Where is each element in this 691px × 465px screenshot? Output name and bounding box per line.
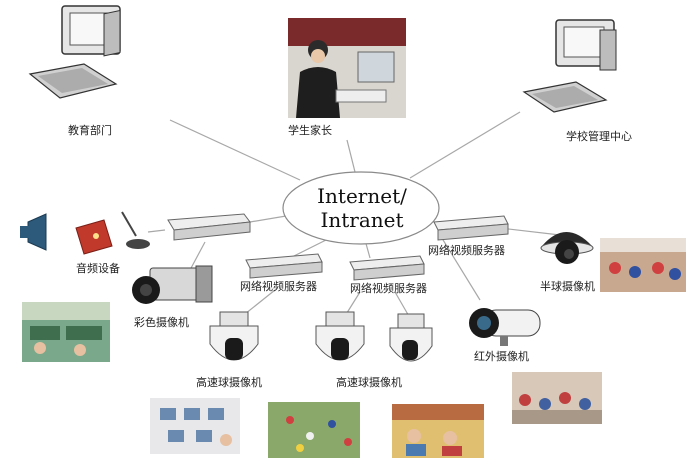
playground-photo xyxy=(268,402,360,458)
hub-label-line2: Intranet xyxy=(320,208,404,232)
line-center-hub xyxy=(409,111,521,179)
color-camera-label: 彩色摄像机 xyxy=(134,316,189,329)
parents-label: 学生家长 xyxy=(288,124,332,137)
ir-camera-icon xyxy=(469,308,541,346)
speed-dome-camera-1-icon xyxy=(209,311,259,361)
half-dome-camera-label: 半球摄像机 xyxy=(540,280,595,293)
ir-camera-label: 红外摄像机 xyxy=(474,350,529,363)
video-server-left-label: 网络视频服务器 xyxy=(240,280,317,293)
speed-dome-camera-3-icon xyxy=(389,313,433,362)
video-server-right-icon xyxy=(433,215,509,241)
internet-hub-ellipse xyxy=(282,171,440,245)
video-server-mid-label: 网络视频服务器 xyxy=(350,282,427,295)
speed-dome-left-label: 高速球摄像机 xyxy=(196,376,262,389)
line-server-halfdome xyxy=(499,227,561,236)
kindergarten-photo xyxy=(392,404,484,458)
speed-dome-mid-label: 高速球摄像机 xyxy=(336,376,402,389)
parent-photo xyxy=(288,18,406,118)
audio-devices-icon xyxy=(20,211,150,255)
classroom-photo-left xyxy=(22,302,110,362)
line-audio-server xyxy=(147,229,166,233)
hub-label-line1: Internet/ xyxy=(317,184,407,208)
audio-devices-label: 音频设备 xyxy=(76,262,120,275)
school-center-label: 学校管理中心 xyxy=(566,130,632,143)
line-education-hub xyxy=(169,119,301,181)
video-server-right-label: 网络视频服务器 xyxy=(428,244,505,257)
color-camera-icon xyxy=(132,265,213,304)
speed-dome-camera-2-icon xyxy=(315,311,365,361)
line-hub-ir xyxy=(439,234,481,301)
computer-lab-photo xyxy=(150,398,240,454)
ir-scene-photo xyxy=(512,372,602,424)
video-server-mid-icon xyxy=(349,255,425,281)
halfdome-scene-photo xyxy=(600,238,686,292)
video-server-left-icon xyxy=(245,253,323,279)
video-server-top-left-icon xyxy=(167,213,251,241)
school-center-computer-icon xyxy=(522,19,617,113)
education-dept-label: 教育部门 xyxy=(68,124,112,137)
line-parents-hub xyxy=(346,139,356,173)
line-server-left-hub xyxy=(289,237,331,259)
education-computer-icon xyxy=(28,5,121,99)
line-server-colorcam xyxy=(189,241,206,271)
half-dome-camera-icon xyxy=(540,232,594,264)
